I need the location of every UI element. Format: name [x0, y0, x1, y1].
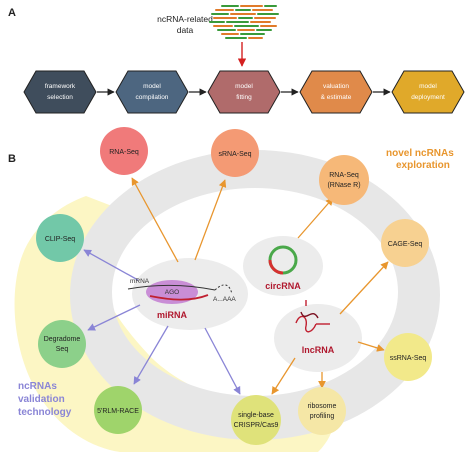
tech-rlmrace: 5'RLM-RACE — [94, 386, 142, 434]
tech-ribosome-label-line2: profiling — [310, 413, 335, 420]
tech-rnaseq-rnaser-label-line2: (RNase R) — [327, 182, 360, 189]
tech-ssrnaseq-label: ssRNA-Seq — [390, 355, 427, 362]
pipeline-step: model fitting — [207, 70, 281, 114]
mirna-ago-label: AGO — [165, 289, 179, 296]
mirna-polya-label: A...AAA — [213, 296, 236, 303]
lncrna-icon — [295, 300, 330, 333]
pipeline-step: model deployment — [391, 70, 465, 114]
step-label-line1: model — [419, 83, 437, 90]
tech-singlebase: single-base CRISPR/Cas9 — [231, 395, 281, 445]
mirna-mrna-label: mRNA — [130, 278, 150, 285]
step-shape — [207, 70, 281, 114]
step-label-line2: & estimate — [321, 94, 352, 101]
data-lines-icon — [209, 5, 279, 39]
mirna-complex-icon — [127, 280, 233, 304]
step-shape — [23, 70, 97, 114]
validation-caption-line2: validation — [18, 394, 65, 405]
arrow-mirna-degradome — [87, 304, 141, 331]
tech-rnaseq-label: RNA-Seq — [109, 149, 139, 156]
tech-singlebase-label-line1: single-base — [238, 412, 274, 419]
arrow-mirna-singlebase — [204, 327, 241, 395]
arrow-mirna-srnaseq — [194, 179, 227, 261]
step-label-line2: selection — [47, 94, 73, 101]
pipeline-step: valuation & estimate — [299, 70, 373, 114]
arrow-mirna-rlmrace — [133, 325, 169, 385]
step-shape — [299, 70, 373, 114]
tech-singlebase-label-line2: CRISPR/Cas9 — [234, 422, 279, 429]
pipeline-step: model compilation — [115, 70, 189, 114]
tech-rlmrace-label: 5'RLM-RACE — [97, 408, 139, 415]
data-label-line2: data — [177, 25, 194, 35]
validation-caption-line3: technology — [18, 407, 72, 418]
tech-srnaseq-label: sRNA-Seq — [218, 151, 251, 158]
arrow-lncrna-cageseq — [339, 261, 389, 315]
lncrna-label: lncRNA — [302, 345, 335, 355]
panel-b-letter: B — [8, 153, 16, 165]
step-shape — [115, 70, 189, 114]
validation-caption-line1: ncRNAs — [18, 381, 57, 392]
step-label-line1: model — [143, 83, 161, 90]
arrow-lncrna-singlebase — [271, 357, 296, 395]
panel-a-letter: A — [8, 7, 16, 19]
step-label-line2: deployment — [411, 94, 445, 101]
step-label-line1: model — [235, 83, 253, 90]
mirna-label: miRNA — [157, 310, 188, 320]
step-shape — [391, 70, 465, 114]
circrna-icon — [268, 245, 298, 275]
step-label-line2: compilation — [136, 94, 169, 101]
data-label-line1: ncRNA-related — [157, 14, 213, 24]
arrow-mirna-rnaseq — [131, 177, 179, 263]
arrow-lncrna-ssrnaseq — [357, 341, 385, 352]
tech-rnaseq: RNA-Seq — [100, 127, 148, 175]
step-label-line1: valuation — [323, 83, 349, 90]
pipeline-step: framework selection — [23, 70, 97, 114]
tech-rnaseq-rnaser-label-line1: RNA-Seq — [329, 172, 359, 179]
tech-clipseq: CLIP-Seq — [36, 214, 84, 262]
tech-rnaseq-rnaser: RNA-Seq (RNase R) — [319, 155, 369, 205]
tech-clipseq-label: CLIP-Seq — [45, 236, 75, 243]
novel-caption-line1: novel ncRNAs — [386, 148, 454, 159]
tech-ribosome: ribosome profiling — [298, 387, 346, 435]
tech-srnaseq: sRNA-Seq — [211, 129, 259, 177]
arrow-circrna-rnaseq-rnaser — [297, 197, 334, 239]
step-label-line1: framework — [45, 83, 76, 90]
circrna-label: circRNA — [265, 281, 301, 291]
tech-degradome-label-line1: Degradome — [44, 336, 81, 343]
tech-cageseq-label: CAGE-Seq — [388, 241, 423, 248]
step-label-line2: fitting — [236, 94, 252, 101]
circrna-oval — [243, 236, 323, 296]
tech-cageseq: CAGE-Seq — [381, 219, 429, 267]
tech-ribosome-label-line1: ribosome — [308, 403, 337, 410]
tech-ssrnaseq: ssRNA-Seq — [384, 333, 432, 381]
arrow-mirna-clipseq — [83, 249, 139, 281]
novel-caption-line2: exploration — [396, 160, 450, 171]
tech-degradome: Degradome Seq — [38, 320, 86, 368]
lncrna-oval — [274, 304, 362, 372]
tech-degradome-label-line2: Seq — [56, 346, 69, 353]
